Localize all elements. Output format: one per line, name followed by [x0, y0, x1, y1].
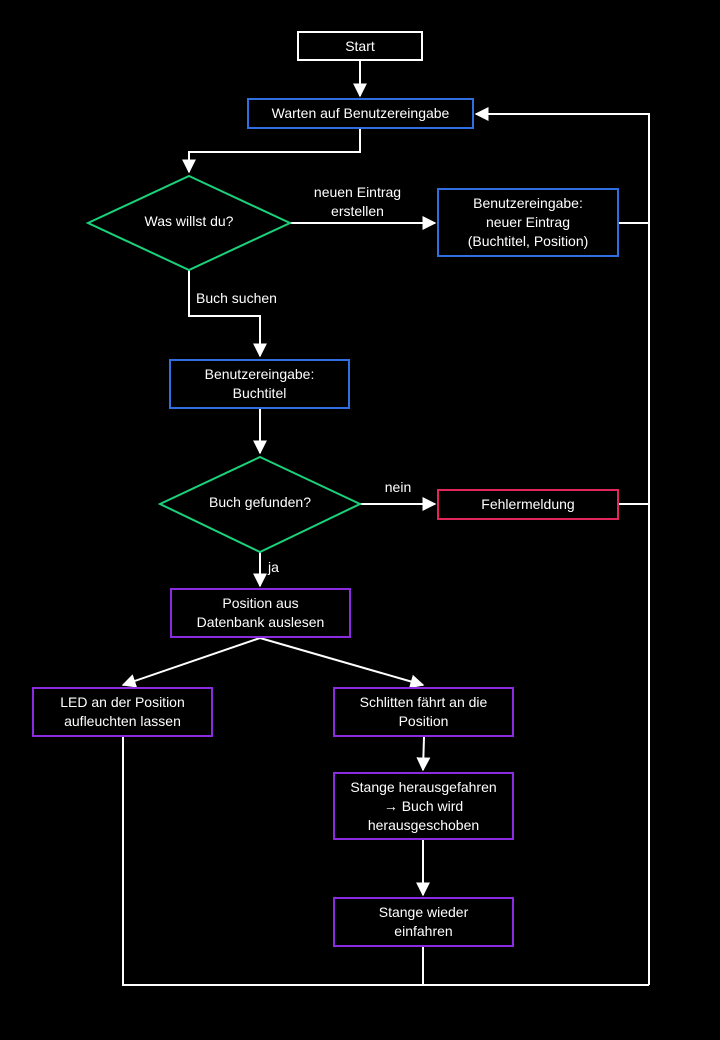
edge-label-new-entry: neuen Eintrag erstellen — [313, 184, 402, 219]
edge-loop-back — [474, 107, 650, 985]
edge-label-search: Buch suchen — [196, 290, 277, 306]
decision-what-label: Was willst du? — [144, 213, 234, 229]
decision-what-shape — [85, 174, 293, 272]
start-label: Start — [345, 37, 375, 54]
edge-search — [188, 270, 267, 358]
edge-wait-decision — [182, 128, 361, 174]
carriage-node: Schlitten fährt an die Position — [333, 687, 514, 737]
read-position-label: Position aus Datenbank auslesen — [196, 595, 325, 630]
error-node: Fehlermeldung — [437, 489, 619, 520]
led-label: LED an der Position aufleuchten lassen — [60, 694, 185, 729]
input-title-label: Benutzereingabe: Buchtitel — [204, 366, 315, 401]
led-node: LED an der Position aufleuchten lassen — [32, 687, 213, 737]
input-title-node: Benutzereingabe: Buchtitel — [169, 359, 350, 409]
edge-read-carriage — [259, 637, 425, 689]
rod-out-node: Stange herausgefahren → Buch wird heraus… — [333, 772, 514, 840]
carriage-label: Schlitten fährt an die Position — [359, 694, 488, 729]
input-new-entry-node: Benutzereingabe: neuer Eintrag (Buchtite… — [437, 188, 619, 257]
rod-out-label: Stange herausgefahren → Buch wird heraus… — [350, 778, 497, 833]
error-label: Fehlermeldung — [481, 496, 575, 512]
rod-in-node: Stange wieder einfahren — [333, 897, 514, 947]
decision-found-label: Buch gefunden? — [209, 494, 311, 510]
edge-carriage-rodout — [416, 736, 431, 772]
rod-in-label: Stange wieder einfahren — [378, 904, 469, 939]
edge-read-led — [121, 637, 261, 688]
edge-label-yes: ja — [268, 559, 279, 575]
edge-led-loop — [122, 737, 649, 986]
edge-label-no: nein — [384, 479, 412, 495]
read-position-node: Position aus Datenbank auslesen — [170, 588, 351, 638]
start-node: Start — [297, 31, 423, 61]
input-new-entry-label: Benutzereingabe: neuer Eintrag (Buchtite… — [467, 195, 589, 249]
wait-label: Warten auf Benutzereingabe — [271, 105, 450, 121]
wait-node: Warten auf Benutzereingabe — [247, 98, 474, 129]
decision-found-shape — [157, 455, 363, 554]
